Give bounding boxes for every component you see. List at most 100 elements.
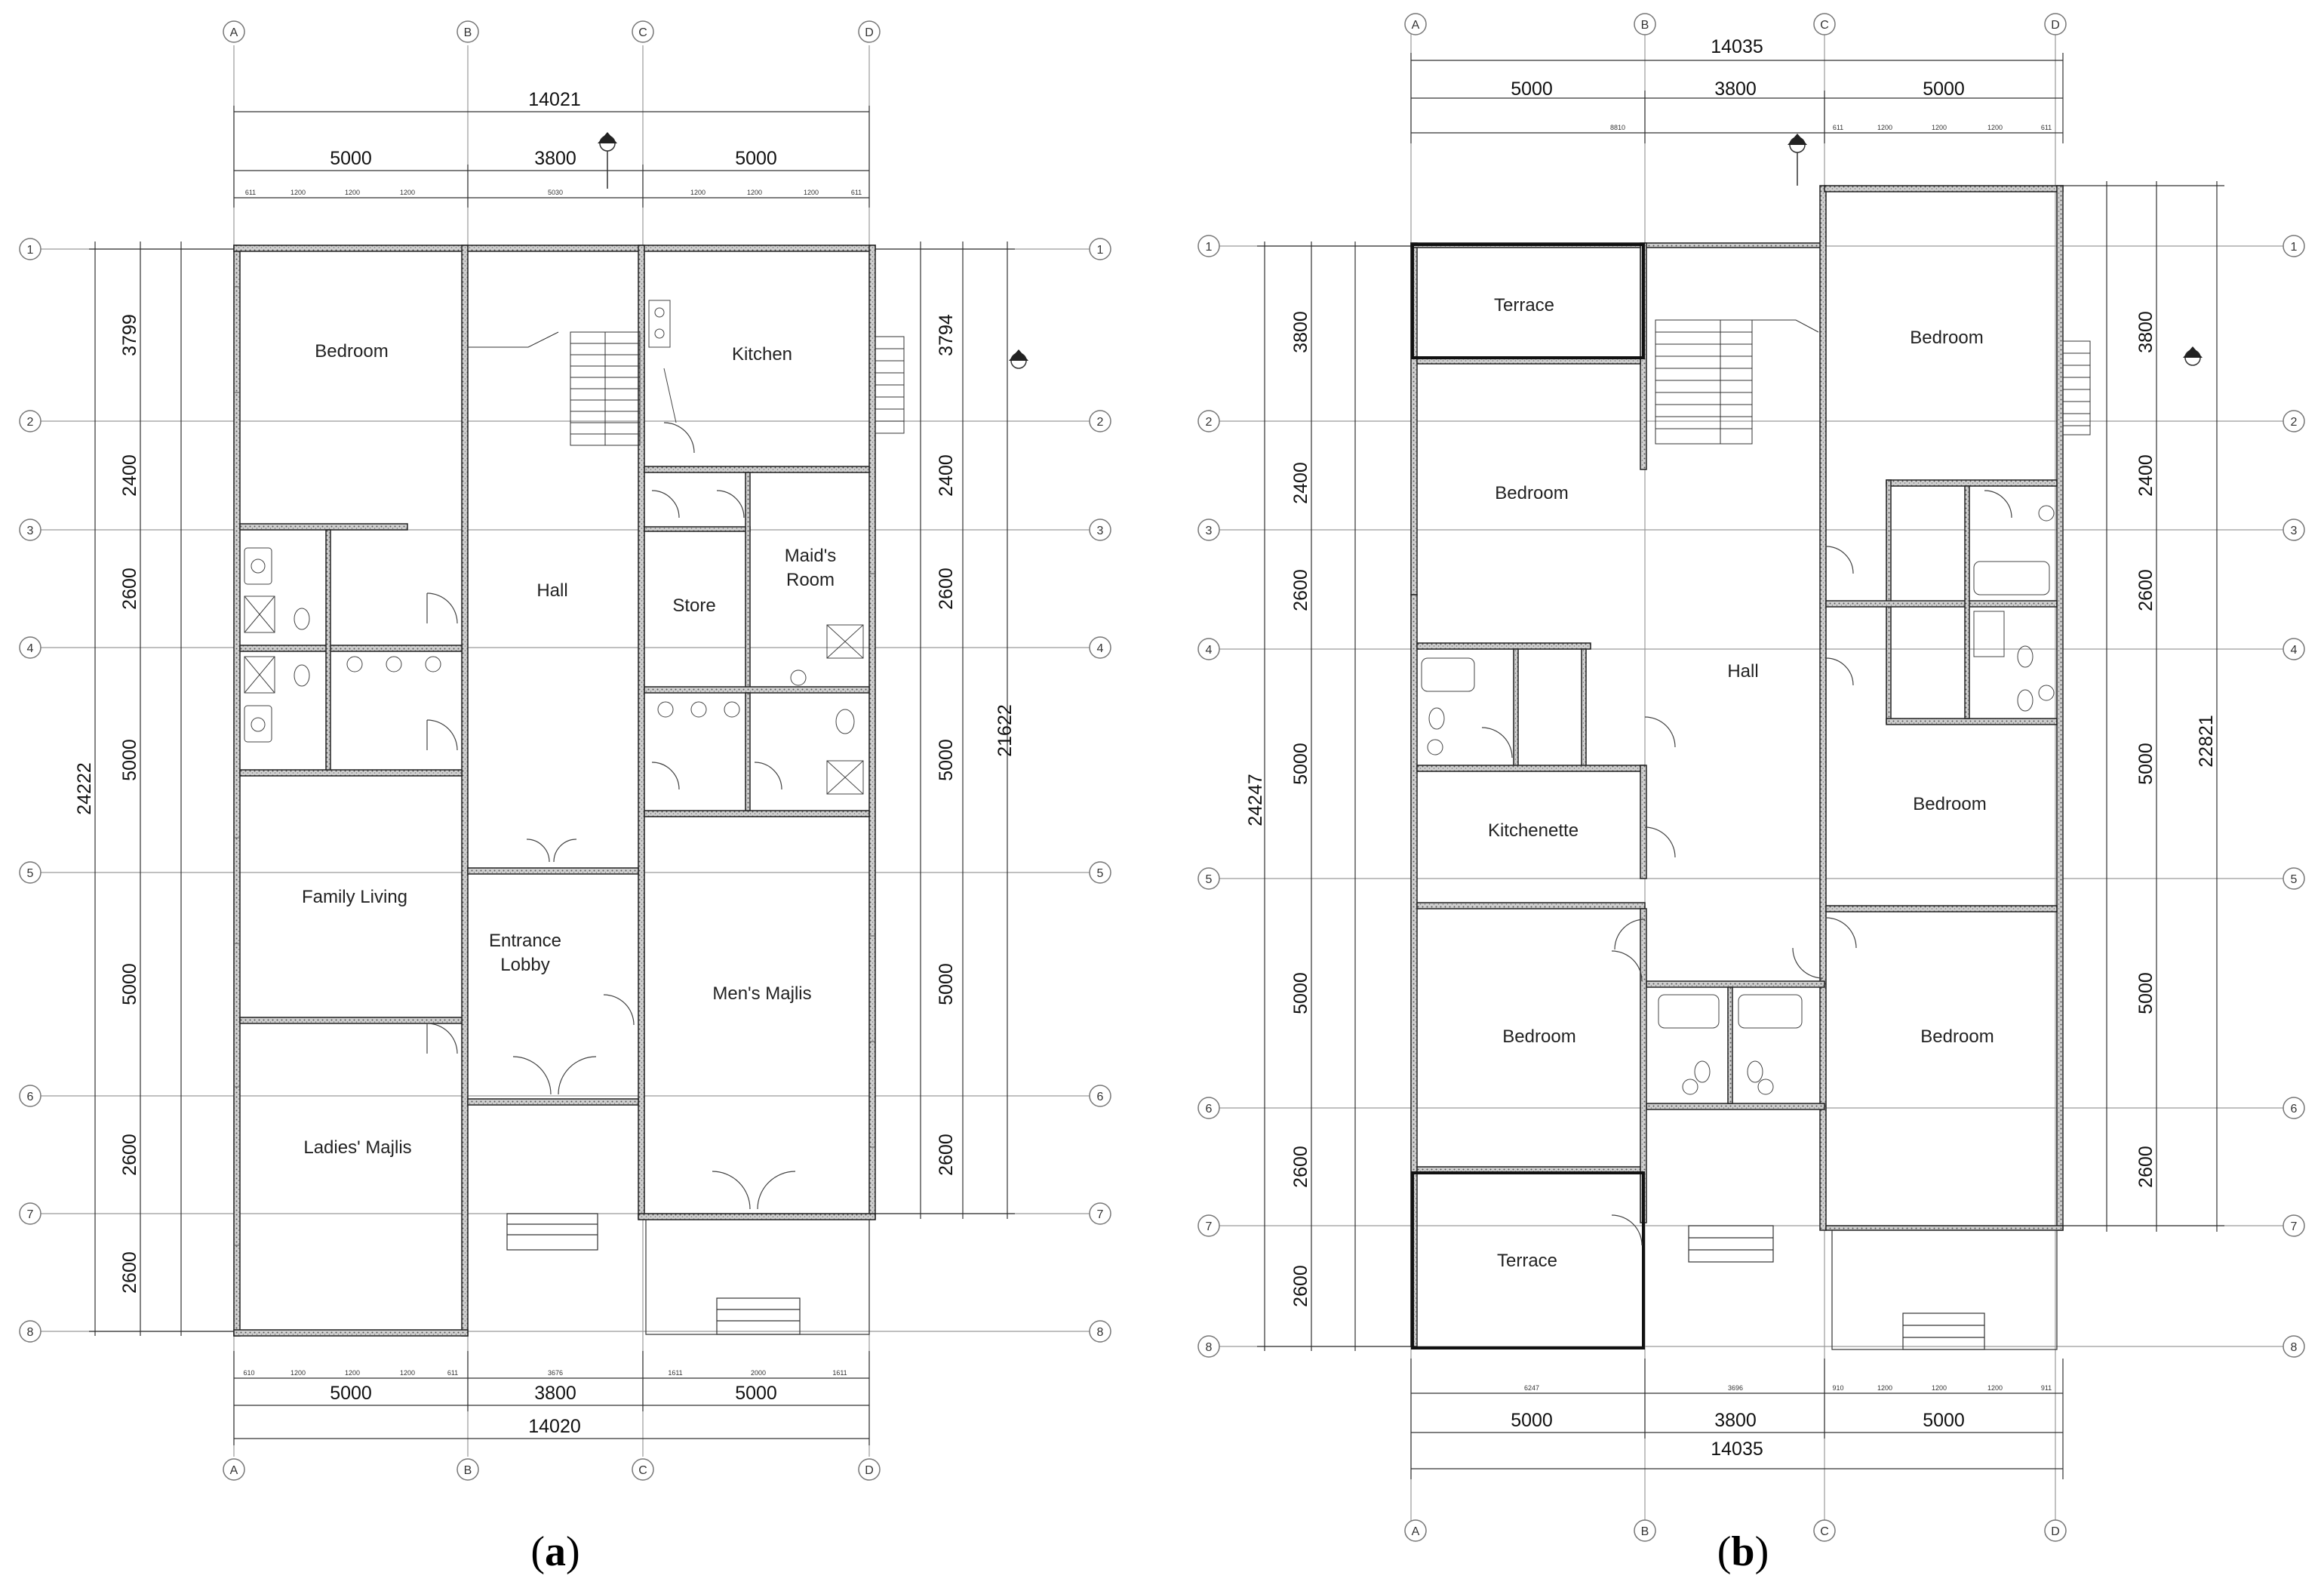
svg-text:2400: 2400 bbox=[1290, 462, 1311, 504]
grid-bubbles-columns-b: A B C D A B C D bbox=[1404, 13, 2067, 1542]
svg-text:1200: 1200 bbox=[1932, 1384, 1947, 1392]
grid-bubbles-rows-b: 1 2 3 4 5 6 7 8 1 2 3 4 5 6 bbox=[1197, 235, 2305, 1358]
svg-text:A: A bbox=[1412, 19, 1420, 32]
overall-width-bottom-a: 14020 bbox=[528, 1416, 581, 1437]
svg-text:1: 1 bbox=[27, 244, 34, 257]
svg-text:611: 611 bbox=[1833, 124, 1843, 131]
room-label-kitchen-a: Kitchen bbox=[732, 344, 792, 365]
svg-text:611: 611 bbox=[245, 189, 256, 196]
svg-text:1: 1 bbox=[2291, 241, 2298, 254]
svg-text:1200: 1200 bbox=[400, 189, 415, 196]
room-label-kitchenette-b: Kitchenette bbox=[1488, 820, 1579, 841]
svg-text:(a): (a) bbox=[530, 1528, 579, 1575]
svg-text:3676: 3676 bbox=[548, 1369, 563, 1377]
svg-text:2600: 2600 bbox=[119, 1251, 140, 1294]
svg-text:7: 7 bbox=[1097, 1208, 1104, 1221]
grid-lines-b bbox=[1207, 32, 2294, 1525]
dimensions-top-b bbox=[1410, 53, 2064, 143]
floor-plan-b: A B C D A B C D 1 2 3 4 5 bbox=[1197, 13, 2305, 1542]
svg-text:1: 1 bbox=[1206, 241, 1213, 254]
room-label-hall-b: Hall bbox=[1727, 661, 1758, 682]
svg-text:1200: 1200 bbox=[400, 1369, 415, 1377]
overall-width-bottom-b: 14035 bbox=[1711, 1439, 1763, 1460]
svg-text:7: 7 bbox=[2291, 1220, 2298, 1233]
room-label-maids-room-a-line1: Maid's bbox=[785, 546, 837, 566]
staircase-b bbox=[1655, 319, 1819, 445]
terrace-outlines-b bbox=[1411, 243, 1645, 1349]
room-label-bedroom-mid-right-b: Bedroom bbox=[1913, 794, 1986, 814]
staircase-a bbox=[468, 331, 641, 446]
caption-b-letter: b bbox=[1731, 1528, 1754, 1575]
svg-text:7: 7 bbox=[1206, 1220, 1213, 1233]
caption-a-letter: a bbox=[545, 1528, 566, 1575]
svg-text:2600: 2600 bbox=[1290, 569, 1311, 611]
svg-text:1200: 1200 bbox=[1987, 124, 2003, 131]
bay-dim-bottom-b-1: 5000 bbox=[1511, 1410, 1553, 1431]
overall-height-right-a: 21622 bbox=[994, 704, 1016, 757]
svg-text:8: 8 bbox=[1206, 1341, 1213, 1354]
svg-text:611: 611 bbox=[851, 189, 862, 196]
overall-height-left-b: 24247 bbox=[1245, 774, 1266, 826]
svg-text:4: 4 bbox=[2291, 644, 2298, 657]
svg-text:610: 610 bbox=[243, 1369, 254, 1377]
svg-text:5: 5 bbox=[2291, 873, 2298, 886]
svg-text:B: B bbox=[464, 1464, 472, 1477]
svg-text:C: C bbox=[638, 26, 647, 39]
dimensions-top-a bbox=[233, 106, 870, 208]
caption-a: (a) bbox=[530, 1528, 579, 1575]
svg-text:1200: 1200 bbox=[747, 189, 762, 196]
room-label-mens-majlis-a: Men's Majlis bbox=[712, 983, 811, 1004]
bay-dim-bottom-b-2: 3800 bbox=[1714, 1410, 1757, 1431]
svg-text:3: 3 bbox=[1097, 525, 1104, 537]
svg-text:3: 3 bbox=[2291, 525, 2298, 537]
svg-text:D: D bbox=[2051, 1525, 2060, 1538]
bay-dim-top-a-3: 5000 bbox=[735, 148, 777, 169]
svg-text:910: 910 bbox=[1832, 1384, 1843, 1392]
svg-text:7: 7 bbox=[27, 1208, 34, 1221]
svg-text:C: C bbox=[1820, 19, 1829, 32]
svg-text:2600: 2600 bbox=[2135, 1146, 2156, 1188]
caption-b: (b) bbox=[1717, 1528, 1769, 1575]
svg-text:6: 6 bbox=[1206, 1103, 1213, 1116]
svg-text:3800: 3800 bbox=[2135, 311, 2156, 353]
svg-text:B: B bbox=[464, 26, 472, 39]
room-label-ladies-majlis-a: Ladies' Majlis bbox=[303, 1137, 411, 1158]
svg-text:2400: 2400 bbox=[119, 454, 140, 497]
svg-text:8810: 8810 bbox=[1610, 124, 1625, 131]
door-swings-a bbox=[426, 422, 796, 1210]
dimensions-bottom-b bbox=[1410, 1359, 2064, 1479]
room-label-bedroom-left-b: Bedroom bbox=[1495, 483, 1568, 503]
room-label-store-a: Store bbox=[672, 595, 715, 616]
svg-text:611: 611 bbox=[447, 1369, 458, 1377]
svg-text:1200: 1200 bbox=[1877, 1384, 1892, 1392]
svg-text:1200: 1200 bbox=[290, 189, 306, 196]
svg-text:B: B bbox=[1641, 1525, 1649, 1538]
svg-text:8: 8 bbox=[1097, 1326, 1104, 1339]
overall-height-right-b: 22821 bbox=[2196, 715, 2217, 768]
svg-text:5000: 5000 bbox=[119, 963, 140, 1005]
svg-text:4: 4 bbox=[1097, 642, 1104, 655]
svg-text:8: 8 bbox=[27, 1326, 34, 1339]
svg-text:4: 4 bbox=[1206, 644, 1213, 657]
svg-text:2600: 2600 bbox=[936, 1134, 957, 1176]
room-label-maids-room-a-line2: Room bbox=[786, 570, 835, 590]
north-marker-icon bbox=[598, 132, 1028, 369]
bay-dim-bottom-a-3: 5000 bbox=[735, 1383, 777, 1404]
svg-text:1200: 1200 bbox=[345, 1369, 360, 1377]
svg-text:3: 3 bbox=[1206, 525, 1213, 537]
svg-text:C: C bbox=[638, 1464, 647, 1477]
bathroom-fixtures-a bbox=[244, 300, 864, 795]
svg-text:5000: 5000 bbox=[936, 963, 957, 1005]
svg-text:A: A bbox=[230, 1464, 238, 1477]
bathroom-fixtures-b bbox=[1421, 505, 2055, 1095]
overall-width-top-b: 14035 bbox=[1711, 36, 1763, 57]
svg-text:B: B bbox=[1641, 19, 1649, 32]
room-label-bedroom-bottom-left-b: Bedroom bbox=[1502, 1026, 1575, 1047]
front-porch-b bbox=[1688, 1225, 2058, 1350]
room-label-terrace-bottom-b: Terrace bbox=[1497, 1251, 1557, 1271]
side-steps-b bbox=[2062, 340, 2091, 435]
svg-text:D: D bbox=[2051, 19, 2060, 32]
svg-text:8: 8 bbox=[2291, 1341, 2298, 1354]
svg-text:2600: 2600 bbox=[936, 568, 957, 610]
